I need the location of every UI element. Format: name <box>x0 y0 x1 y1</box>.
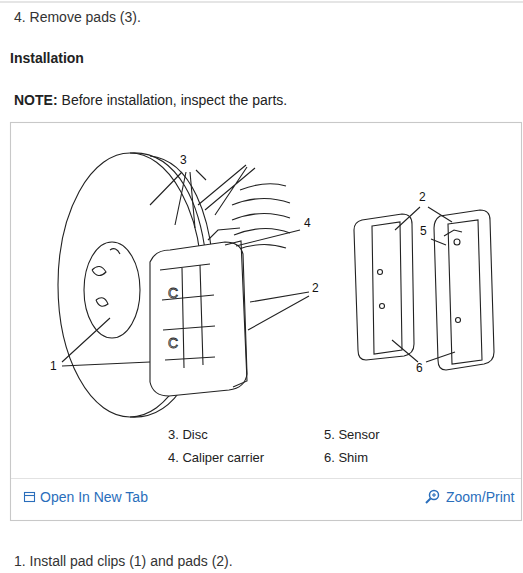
callout-number: 1 <box>50 360 57 374</box>
link-text: Zoom/Print <box>446 489 514 505</box>
legend-item: 5. Sensor <box>324 428 380 443</box>
section-heading: Installation <box>10 50 84 66</box>
link-text: Open In New Tab <box>40 489 148 505</box>
callout-number: 3 <box>180 154 187 168</box>
callout-number: 6 <box>416 362 423 376</box>
callout-number: 2 <box>312 282 319 296</box>
step-text: 1. Install pad clips (1) and pads (2). <box>14 553 233 569</box>
svg-text:C: C <box>168 285 178 301</box>
legend-item: 6. Shim <box>324 451 368 466</box>
legend-item: 4. Caliper carrier <box>168 451 264 466</box>
note-text: Before installation, inspect the parts. <box>62 92 288 108</box>
step-text: 4. Remove pads (3). <box>14 9 141 25</box>
note-label: NOTE: <box>14 92 58 108</box>
svg-text:C: C <box>168 335 178 351</box>
callout-number: 2 <box>419 191 426 205</box>
callout-number: 5 <box>420 225 427 239</box>
legend-item: 3. Disc <box>168 428 208 443</box>
callout-number: 4 <box>304 217 311 231</box>
